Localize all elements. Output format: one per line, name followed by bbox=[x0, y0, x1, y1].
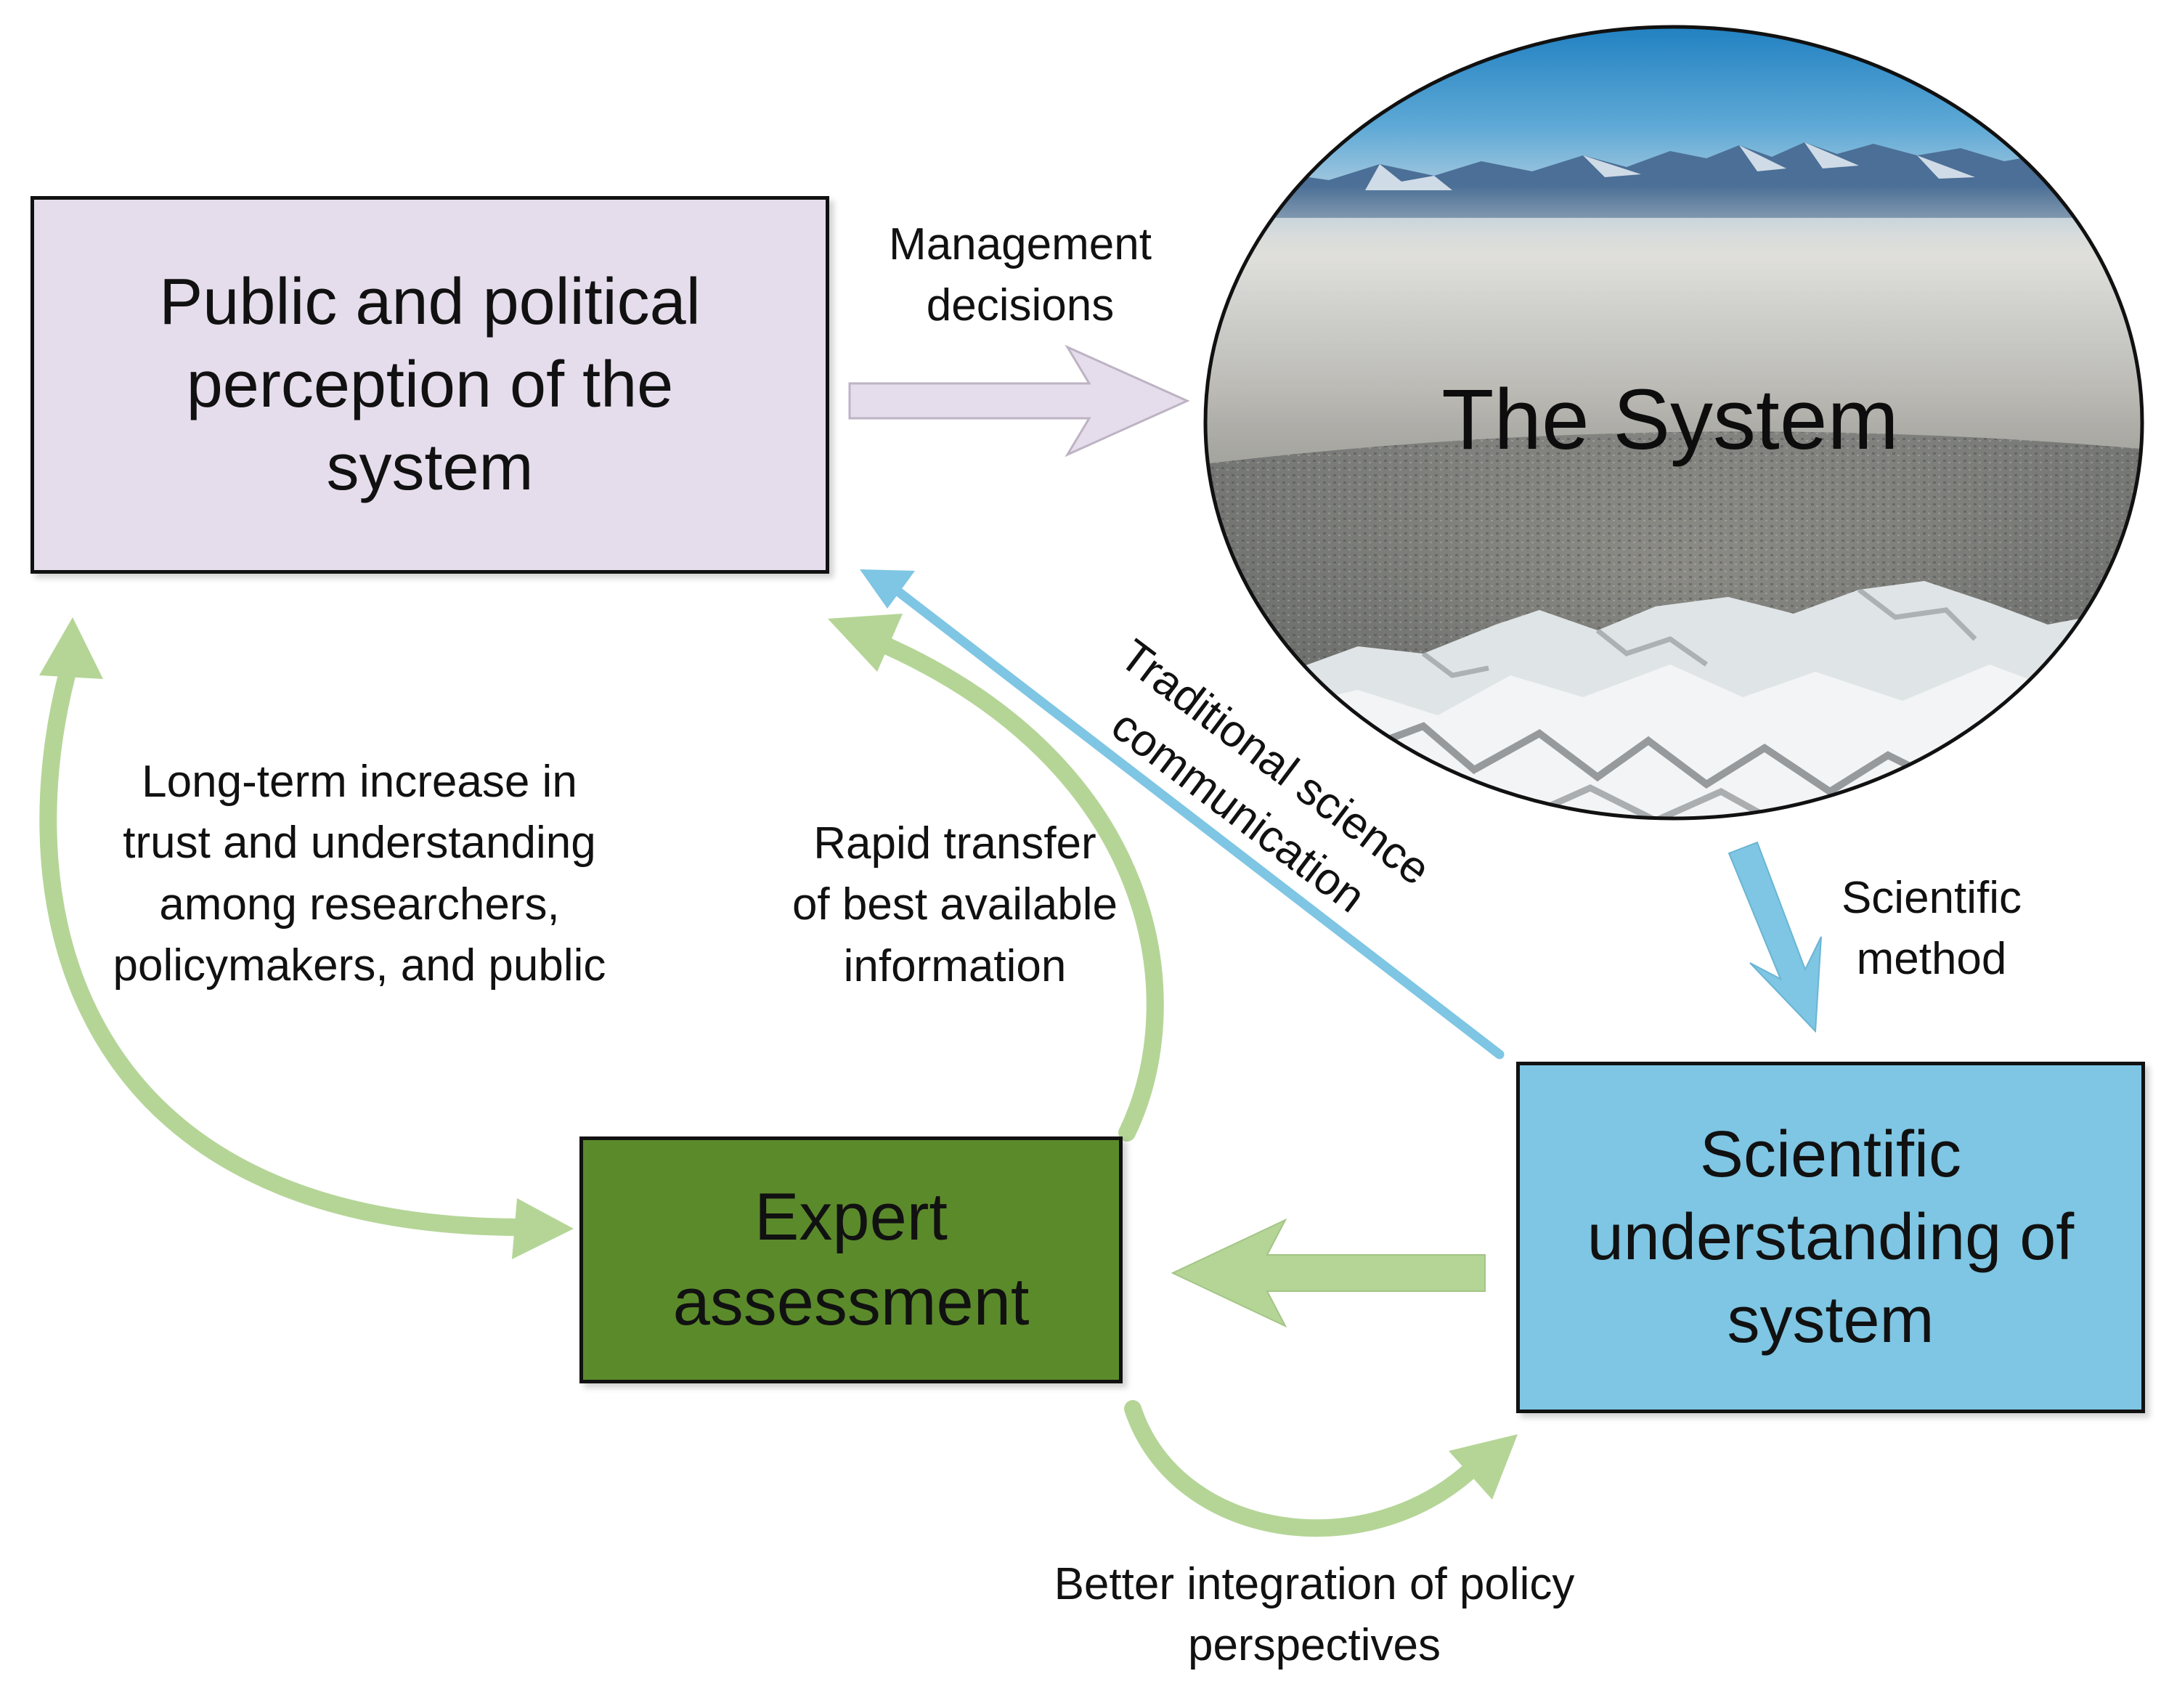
rapid-transfer-arrow bbox=[828, 614, 1164, 1142]
policy-integration-arrow bbox=[1124, 1400, 1518, 1537]
edge-label-policy-integration: Better integration of policy perspective… bbox=[1054, 1559, 1575, 1671]
node-expert-assessment: Expert assessment bbox=[579, 1136, 1123, 1383]
long-term-trust-arrow bbox=[39, 617, 574, 1259]
node-system-label: The System bbox=[1441, 372, 1899, 468]
node-public-perception-label: Public and political perception of the s… bbox=[159, 265, 701, 505]
management-decisions-arrow bbox=[848, 344, 1190, 458]
scientific-to-expert-arrow bbox=[1171, 1218, 1486, 1328]
node-scientific-understanding: Scientific understanding of system bbox=[1516, 1062, 2145, 1413]
edge-label-management-decisions: Management decisions bbox=[889, 219, 1152, 331]
edge-label-rapid-transfer: Rapid transfer of best available informa… bbox=[791, 818, 1118, 991]
node-expert-assessment-label: Expert assessment bbox=[672, 1180, 1030, 1339]
traditional-communication-arrow bbox=[860, 569, 1505, 1060]
scientific-method-arrow bbox=[1728, 841, 1822, 1033]
edge-label-scientific-method: Scientific method bbox=[1841, 873, 2022, 985]
node-scientific-understanding-label: Scientific understanding of system bbox=[1587, 1118, 2075, 1357]
node-public-perception: Public and political perception of the s… bbox=[30, 196, 829, 574]
edge-label-long-term-trust: Long-term increase in trust and understa… bbox=[113, 757, 606, 991]
